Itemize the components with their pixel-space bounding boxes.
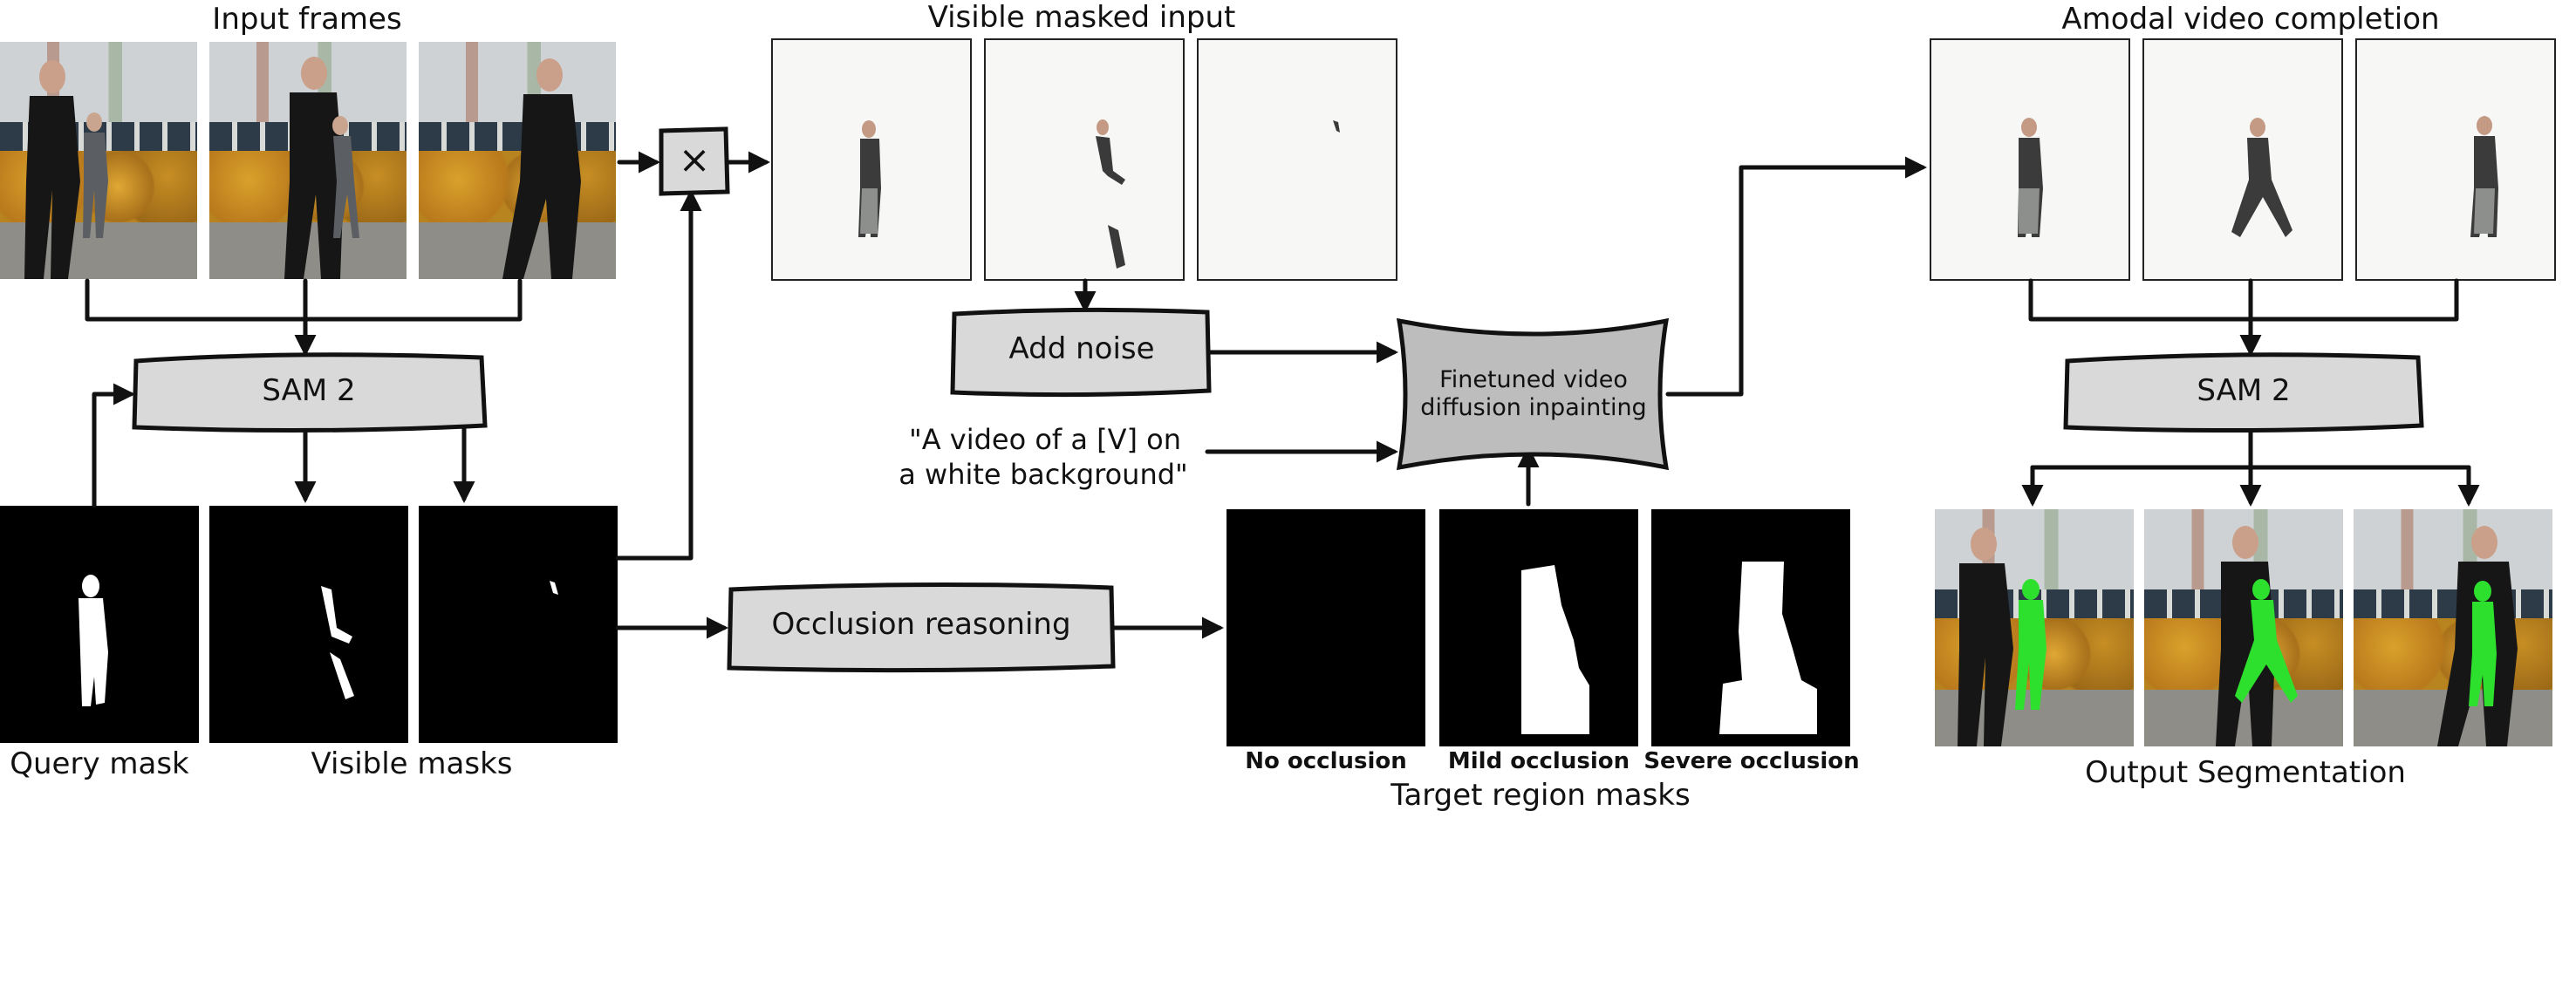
sam2-left-label: SAM 2 <box>262 373 356 408</box>
query-mask-silhouette <box>79 575 108 706</box>
severe-occlusion-region <box>1719 562 1817 734</box>
diffusion-label-line2: diffusion inpainting <box>1420 394 1647 421</box>
mild-occlusion-region <box>1521 565 1589 734</box>
arrow-query-to-sam2 <box>92 383 135 508</box>
add-noise-label: Add noise <box>1008 331 1155 366</box>
section-title-input-frames: Input frames <box>212 2 402 37</box>
severe-occlusion-label: Severe occlusion <box>1643 748 1860 774</box>
mild-occlusion-label: Mild occlusion <box>1447 748 1630 774</box>
amodal-frame-1 <box>1930 38 2130 281</box>
add-noise-box <box>950 307 1212 398</box>
visible-mask-frame-1 <box>209 506 408 743</box>
target-mask-severe-occlusion <box>1651 509 1850 746</box>
query-mask-frame <box>0 506 199 743</box>
person-figures <box>502 58 581 279</box>
masked-input-frame-3 <box>1197 38 1397 281</box>
person-figures <box>284 57 359 279</box>
occlusion-reasoning-box <box>727 582 1116 673</box>
amodal-frame-3 <box>2355 38 2556 281</box>
target-region-masks-label: Target region masks <box>1390 778 1691 813</box>
output-seg-frame-2 <box>2144 509 2343 746</box>
amodal-merge-line <box>2028 278 2459 322</box>
segmented-person <box>1958 528 2046 746</box>
completed-person <box>2470 116 2498 237</box>
query-mask-label: Query mask <box>10 746 189 781</box>
sam2-right-box <box>2063 352 2424 433</box>
masked-person-tiny <box>1333 120 1340 133</box>
segmented-person <box>2216 526 2298 746</box>
sam2-right-label: SAM 2 <box>2197 373 2291 408</box>
segmented-person <box>2437 526 2518 746</box>
section-title-amodal-video-completion: Amodal video completion <box>2061 2 2440 37</box>
visible-mask-silhouette <box>321 586 354 699</box>
person-figures <box>24 60 108 279</box>
input-frame-1 <box>0 42 197 279</box>
arrow-masks-to-multiply <box>615 189 702 561</box>
masked-person <box>858 120 881 237</box>
no-occlusion-label: No occlusion <box>1245 748 1407 774</box>
masked-input-frame-1 <box>771 38 972 281</box>
text-prompt-line2: a white background" <box>899 458 1188 491</box>
output-segmentation-label: Output Segmentation <box>2085 755 2406 790</box>
diffusion-label-line1: Finetuned video <box>1439 366 1628 393</box>
completed-person <box>2018 118 2043 237</box>
input-frame-2 <box>209 42 407 279</box>
target-mask-no-occlusion <box>1227 509 1425 746</box>
arrow-diffusion-to-amodal <box>1665 156 1927 397</box>
visible-mask-silhouette <box>550 581 558 595</box>
multiply-label: × <box>678 138 711 182</box>
output-seg-frame-3 <box>2354 509 2552 746</box>
masked-person-partial <box>1096 119 1125 269</box>
input-frame-3 <box>419 42 616 279</box>
occlusion-reasoning-label: Occlusion reasoning <box>771 607 1071 642</box>
output-seg-frame-1 <box>1935 509 2134 746</box>
completed-person <box>2231 118 2292 237</box>
visible-mask-frame-2 <box>419 506 618 743</box>
text-prompt-line1: "A video of a [V] on <box>908 423 1182 456</box>
target-mask-mild-occlusion <box>1439 509 1638 746</box>
section-title-visible-masked-input: Visible masked input <box>927 0 1236 35</box>
amodal-frame-2 <box>2142 38 2343 281</box>
sam2-left-box <box>132 352 488 433</box>
visible-masks-label: Visible masks <box>311 746 513 781</box>
multiply-box <box>659 126 730 196</box>
diffusion-box <box>1396 317 1670 471</box>
